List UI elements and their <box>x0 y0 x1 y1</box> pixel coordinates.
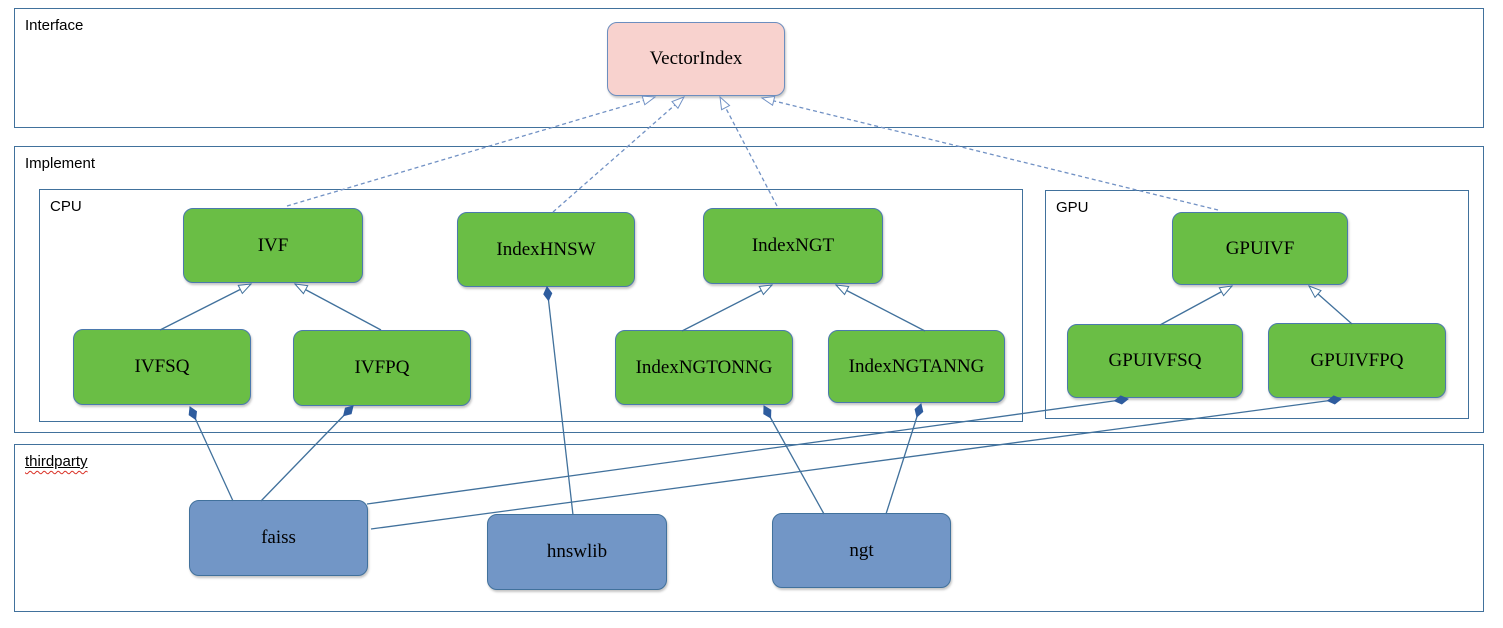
node-faiss: faiss <box>189 500 368 576</box>
node-label-gpuivfsq: GPUIVFSQ <box>1108 350 1202 371</box>
node-label-indexhnsw: IndexHNSW <box>496 238 596 260</box>
node-hnswlib: hnswlib <box>487 514 667 590</box>
node-label-gpuivf: GPUIVF <box>1225 237 1295 259</box>
node-label-faiss: faiss <box>261 527 296 548</box>
node-indexhnsw: IndexHNSW <box>457 212 635 287</box>
node-indexngtonng: IndexNGTONNG <box>615 330 793 405</box>
node-gpuivf: GPUIVF <box>1172 212 1348 285</box>
node-label-gpuivfpq: GPUIVFPQ <box>1310 349 1404 371</box>
node-gpuivfpq: GPUIVFPQ <box>1268 323 1446 398</box>
container-label-thirdparty: thirdparty <box>25 453 88 470</box>
container-label-cpu: CPU <box>50 198 82 215</box>
node-ivfpq: IVFPQ <box>293 330 471 406</box>
container-label-implement: Implement <box>25 155 96 172</box>
node-ivf: IVF <box>183 208 363 283</box>
container-label-interface: Interface <box>25 17 84 34</box>
node-label-ivfsq: IVFSQ <box>134 356 190 377</box>
node-label-ngt: ngt <box>849 539 874 561</box>
node-ivfsq: IVFSQ <box>73 329 251 405</box>
node-vectorindex: VectorIndex <box>607 22 785 96</box>
node-label-indexngt: IndexNGT <box>751 235 835 256</box>
node-indexngt: IndexNGT <box>703 208 883 284</box>
node-label-indexngtonng: IndexNGTONNG <box>635 356 773 378</box>
node-label-ivfpq: IVFPQ <box>354 357 410 378</box>
node-label-indexngtanng: IndexNGTANNG <box>848 355 985 377</box>
container-label-thirdparty-text: thirdparty <box>25 453 88 470</box>
node-label-vectorindex: VectorIndex <box>649 48 743 69</box>
container-label-gpu: GPU <box>1056 199 1089 216</box>
node-ngt: ngt <box>772 513 951 588</box>
node-label-ivf: IVF <box>257 234 289 256</box>
node-indexngtanng: IndexNGTANNG <box>828 330 1005 403</box>
node-gpuivfsq: GPUIVFSQ <box>1067 324 1243 398</box>
node-label-hnswlib: hnswlib <box>546 541 608 562</box>
